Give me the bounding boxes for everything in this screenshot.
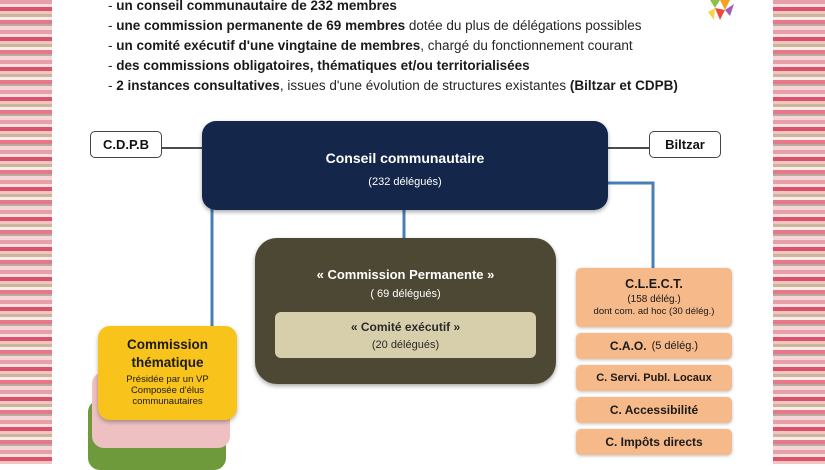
- right-stripe-border: [773, 0, 825, 464]
- cdpb-box: C.D.P.B: [90, 131, 162, 158]
- impots-directs-box: C. Impôts directs: [576, 429, 732, 455]
- comite-executif-box: « Comité exécutif » (20 délégués): [275, 312, 536, 358]
- services-publics-box: C. Servi. Publ. Locaux: [576, 365, 732, 391]
- bullet-item: - un comité exécutif d'une vingtaine de …: [108, 38, 633, 53]
- cdpb-label: C.D.P.B: [103, 137, 149, 152]
- biltzar-label: Biltzar: [665, 137, 705, 152]
- cao-delegues: (5 délég.): [651, 340, 699, 352]
- bullet-item: - un conseil communautaire de 232 membre…: [108, 0, 397, 13]
- permanente-subtitle: ( 69 délégués): [370, 288, 441, 300]
- comite-subtitle: (20 délégués): [371, 339, 440, 351]
- biltzar-box: Biltzar: [649, 131, 721, 158]
- bullet-item: - des commissions obligatoires, thématiq…: [108, 58, 530, 73]
- cao-title: C.A.O.: [609, 339, 647, 353]
- logo-icon: [708, 0, 734, 20]
- accessibilite-box: C. Accessibilité: [576, 397, 732, 423]
- conseil-communautaire-box: Conseil communautaire (232 délégués): [202, 121, 608, 210]
- left-stripe-border: [0, 0, 52, 464]
- comite-title: « Comité exécutif »: [350, 320, 461, 334]
- permanente-title: « Commission Permanente »: [316, 267, 495, 282]
- conseil-subtitle: (232 délégués): [368, 176, 442, 188]
- slide: - un conseil communautaire de 232 membre…: [52, 0, 773, 470]
- clect-subtitle: (158 délég.): [627, 294, 681, 305]
- bullet-list: - un conseil communautaire de 232 membre…: [108, 0, 748, 96]
- commission-permanente-box: « Commission Permanente » ( 69 délégués): [255, 238, 556, 384]
- conseil-title: Conseil communautaire: [325, 150, 485, 166]
- accessibilite-label: C. Accessibilité: [609, 403, 699, 417]
- bullet-item: - une commission permanente de 69 membre…: [108, 18, 642, 33]
- clect-adhoc: dont com. ad hoc (30 délég.): [593, 306, 715, 317]
- connector-clect: [608, 181, 655, 268]
- clect-box: C.L.E.C.T. (158 délég.) dont com. ad hoc…: [576, 268, 732, 327]
- impots-label: C. Impôts directs: [605, 435, 703, 449]
- services-label: C. Servi. Publ. Locaux: [596, 372, 712, 384]
- bullet-item: - 2 instances consultatives, issues d'un…: [108, 78, 678, 93]
- clect-title: C.L.E.C.T.: [625, 277, 683, 291]
- cao-box: C.A.O. (5 délég.): [576, 333, 732, 359]
